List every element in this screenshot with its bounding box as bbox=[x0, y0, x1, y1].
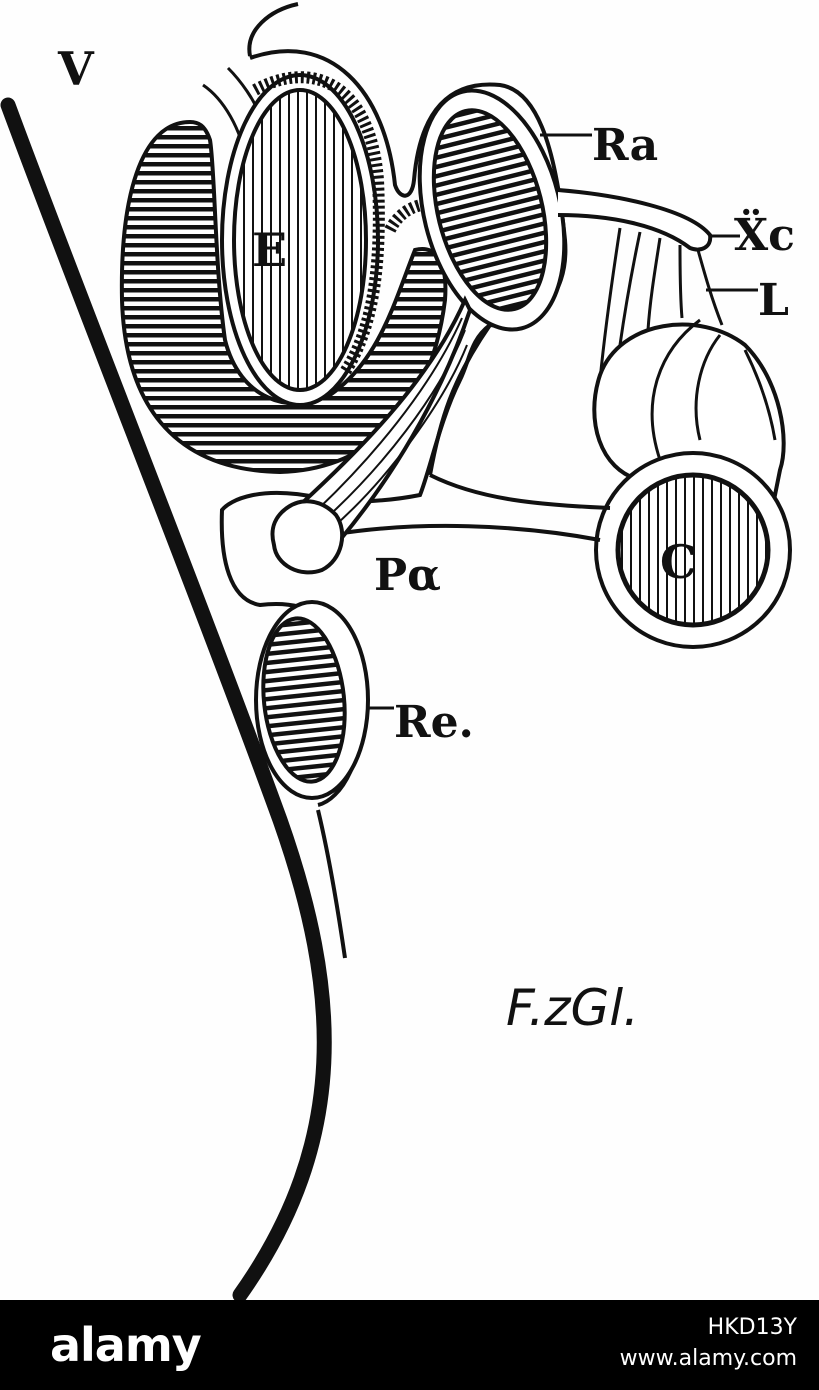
fiber-4 bbox=[678, 244, 684, 319]
label-l: L bbox=[758, 275, 789, 326]
pa-fan-line-2 bbox=[321, 329, 466, 523]
artist-signature: F.zGl. bbox=[506, 979, 639, 1037]
fiber-3 bbox=[646, 237, 662, 331]
watermark-site: www.alamy.com bbox=[619, 1346, 797, 1371]
label-xc: Ẍc bbox=[734, 207, 795, 261]
watermark-image-id: HKD13Y bbox=[707, 1315, 797, 1340]
label-pa: Pα bbox=[374, 550, 441, 601]
ribbed-tube bbox=[252, 71, 385, 376]
label-ra: Ra bbox=[592, 120, 658, 171]
pa-fan-line-3 bbox=[329, 344, 468, 531]
label-v: V bbox=[57, 42, 95, 96]
e-core bbox=[232, 88, 368, 392]
label-e: E bbox=[252, 223, 287, 277]
pa-c-band bbox=[329, 523, 601, 542]
re-core bbox=[261, 616, 347, 784]
pa-fan bbox=[298, 295, 473, 542]
ribbed-tube-branch bbox=[384, 197, 447, 233]
watermark-bar: alamy HKD13Y www.alamy.com bbox=[0, 1300, 819, 1390]
fiber-5 bbox=[696, 249, 724, 326]
anatomical-figure: V E Ra Ẍc L C Pα Re. F.zGl. bbox=[0, 2, 795, 1303]
fiber-1 bbox=[598, 227, 622, 381]
xc-band bbox=[557, 188, 713, 252]
cylinder-fold-1 bbox=[650, 318, 701, 461]
top-tail bbox=[247, 2, 299, 57]
fiber-2 bbox=[618, 231, 642, 346]
body-wall-line bbox=[0, 97, 332, 1303]
figure-drawing: V E Ra Ẍc L C Pα Re. F.zGl. bbox=[0, 2, 795, 1303]
cylinder-fold-3 bbox=[743, 349, 777, 441]
label-c: C bbox=[660, 535, 697, 589]
pa-blob bbox=[270, 499, 345, 575]
pa-c-band-upper bbox=[429, 473, 611, 510]
pa-fan-line-1 bbox=[314, 317, 463, 513]
pa-upper-arm bbox=[428, 323, 492, 476]
watermark-brand: alamy bbox=[50, 1318, 202, 1372]
ra-core bbox=[431, 108, 549, 312]
cylinder-fold-2 bbox=[694, 334, 722, 441]
label-re: Re. bbox=[394, 697, 474, 748]
c-core bbox=[615, 472, 771, 628]
inner-wall-line bbox=[316, 809, 347, 959]
